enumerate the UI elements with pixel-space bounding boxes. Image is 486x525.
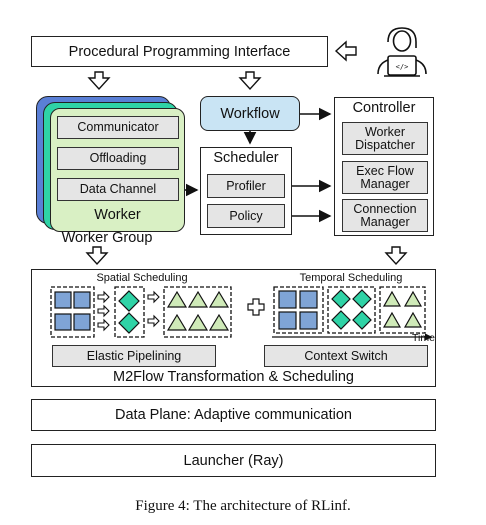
controller-title-text: Controller bbox=[352, 100, 416, 116]
connection-manager-label: Connection Manager bbox=[353, 201, 417, 229]
right-arrow-icon bbox=[97, 318, 110, 332]
controller-item-worker-dispatcher: Worker Dispatcher bbox=[342, 122, 428, 155]
data-plane-label: Data Plane: Adaptive communication bbox=[115, 407, 352, 423]
figure-caption: Figure 4: The architecture of RLinf. bbox=[0, 497, 486, 515]
scheduler-item-policy: Policy bbox=[207, 204, 285, 228]
caption-text: Figure 4: The architecture of RLinf. bbox=[135, 497, 351, 514]
launcher-box: Launcher (Ray) bbox=[31, 444, 436, 477]
exec-flow-manager-label: Exec Flow Manager bbox=[356, 163, 414, 191]
workflow-box: Workflow bbox=[200, 96, 300, 131]
spatial-diamonds-group bbox=[114, 286, 145, 338]
offloading-label: Offloading bbox=[89, 151, 147, 165]
m2flow-label-text: M2Flow Transformation & Scheduling bbox=[113, 369, 354, 385]
worker-dispatcher-label: Worker Dispatcher bbox=[355, 124, 415, 152]
right-arrow-icon bbox=[147, 314, 160, 328]
communicator-label: Communicator bbox=[77, 120, 159, 134]
spatial-scheduling-title: Spatial Scheduling bbox=[82, 271, 202, 285]
down-arrow-icon bbox=[87, 71, 111, 91]
data-plane-box: Data Plane: Adaptive communication bbox=[31, 399, 436, 431]
spatial-squares bbox=[54, 291, 91, 331]
spatial-triangles bbox=[166, 290, 230, 331]
m2flow-box bbox=[31, 269, 436, 387]
worker-item-communicator: Communicator bbox=[57, 116, 179, 139]
procedural-interface-label: Procedural Programming Interface bbox=[68, 43, 291, 60]
spatial-title-text: Spatial Scheduling bbox=[96, 272, 188, 284]
spatial-diamonds bbox=[118, 290, 140, 334]
svg-text:</>: </> bbox=[396, 63, 409, 71]
worker-group-label-text: Worker Group bbox=[61, 230, 153, 246]
right-arrow-icon bbox=[147, 290, 160, 304]
context-switch-label: Context Switch bbox=[304, 348, 388, 363]
m2flow-section-label: M2Flow Transformation & Scheduling bbox=[31, 368, 436, 386]
scheduler-item-profiler: Profiler bbox=[207, 174, 285, 198]
profiler-label: Profiler bbox=[226, 178, 266, 193]
left-arrow-icon bbox=[334, 40, 357, 62]
worker-group-label: Worker Group bbox=[44, 229, 170, 247]
spatial-squares-group bbox=[50, 286, 95, 338]
down-arrow-icon bbox=[238, 71, 262, 91]
context-switch-box: Context Switch bbox=[264, 345, 428, 367]
down-arrow-icon bbox=[85, 246, 109, 266]
procedural-interface-box: Procedural Programming Interface bbox=[31, 36, 328, 67]
policy-label: Policy bbox=[229, 208, 263, 223]
down-arrow-icon bbox=[384, 246, 408, 266]
user-laptop-icon: </> bbox=[377, 27, 427, 77]
elastic-pipelining-label: Elastic Pipelining bbox=[86, 348, 182, 363]
temporal-triangles bbox=[382, 290, 423, 328]
data-channel-label: Data Channel bbox=[79, 182, 157, 196]
controller-item-connection-manager: Connection Manager bbox=[342, 199, 428, 232]
worker-label-text: Worker bbox=[94, 207, 141, 223]
controller-item-exec-flow-manager: Exec Flow Manager bbox=[342, 161, 428, 194]
worker-label: Worker bbox=[50, 205, 185, 225]
workflow-label: Workflow bbox=[220, 105, 280, 122]
temporal-squares-group bbox=[273, 286, 324, 334]
temporal-diamonds bbox=[331, 289, 372, 330]
temporal-title-text: Temporal Scheduling bbox=[299, 272, 403, 284]
temporal-scheduling-title: Temporal Scheduling bbox=[286, 271, 416, 285]
right-arrow-icon bbox=[97, 304, 110, 318]
temporal-diamonds-group bbox=[327, 286, 376, 334]
scheduler-title-text: Scheduler bbox=[213, 150, 279, 166]
elastic-pipelining-box: Elastic Pipelining bbox=[52, 345, 216, 367]
launcher-label: Launcher (Ray) bbox=[183, 452, 284, 469]
temporal-triangles-group bbox=[379, 286, 426, 334]
worker-item-offloading: Offloading bbox=[57, 147, 179, 170]
controller-title: Controller bbox=[334, 99, 434, 117]
plus-icon bbox=[247, 298, 265, 316]
worker-item-data-channel: Data Channel bbox=[57, 178, 179, 201]
right-arrow-icon bbox=[97, 290, 110, 304]
temporal-squares bbox=[278, 290, 318, 330]
scheduler-title: Scheduler bbox=[200, 149, 292, 167]
spatial-triangles-group bbox=[163, 286, 232, 338]
